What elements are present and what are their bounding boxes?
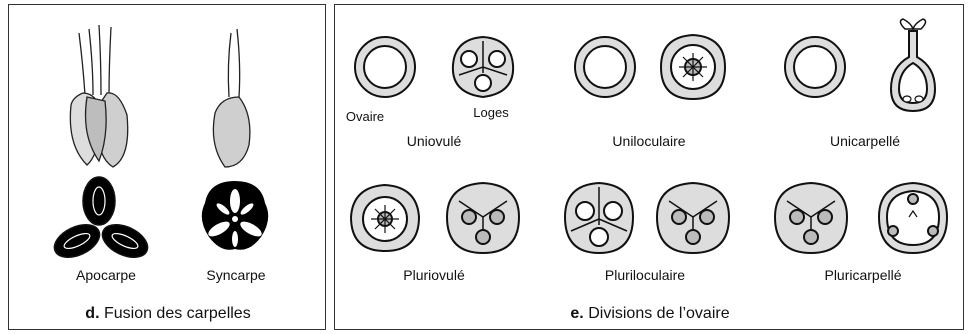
label-pluriloculaire: Pluriloculaire bbox=[605, 267, 685, 283]
ovary-pluriovule-b bbox=[447, 183, 519, 253]
label-uniloculaire: Uniloculaire bbox=[612, 133, 685, 149]
syncarpe-pistil-drawing bbox=[213, 29, 250, 167]
syncarpe-section-drawing bbox=[202, 181, 268, 250]
apocarpe-section-drawing bbox=[49, 177, 152, 264]
caption-panel-d: d. Fusion des carpelles bbox=[85, 305, 250, 323]
panel-divisions-de-l-ovaire: Ovaire Loges Uniovulé Uniloculaire Unica… bbox=[334, 4, 964, 330]
ovary-unicarpelle-a bbox=[785, 37, 845, 97]
caption-text-e: Divisions de l’ovaire bbox=[588, 305, 729, 322]
ovary-uniloculaire-a bbox=[575, 37, 635, 97]
caption-letter-d: d. bbox=[85, 305, 99, 322]
ovary-uniloculaire-b bbox=[661, 35, 725, 99]
ovary-unicarpelle-b bbox=[891, 19, 935, 111]
annotation-ovaire: Ovaire bbox=[346, 109, 384, 124]
caption-letter-e: e. bbox=[570, 305, 583, 322]
label-apocarpe: Apocarpe bbox=[76, 267, 136, 283]
ovary-pluriovule-a bbox=[351, 185, 419, 251]
caption-text-d: Fusion des carpelles bbox=[104, 305, 251, 322]
ovary-pluriloculaire-b bbox=[657, 183, 729, 253]
ovary-uniovule-b bbox=[453, 37, 513, 97]
label-pluricarpelle: Pluricarpellé bbox=[824, 267, 901, 283]
panel-fusion-des-carpelles: Apocarpe Syncarpe d. Fusion des carpelle… bbox=[8, 4, 326, 330]
annotation-loges: Loges bbox=[473, 105, 508, 120]
apocarpe-pistil-drawing bbox=[70, 25, 127, 167]
caption-panel-e: e. Divisions de l’ovaire bbox=[570, 305, 729, 323]
ovary-pluriloculaire-a bbox=[565, 183, 633, 253]
label-unicarpelle: Unicarpellé bbox=[830, 133, 900, 149]
ovary-pluricarpelle-b bbox=[879, 183, 947, 253]
label-pluriovule: Pluriovulé bbox=[403, 267, 464, 283]
label-uniovule: Uniovulé bbox=[407, 133, 461, 149]
ovary-uniovule-a bbox=[355, 37, 415, 97]
ovary-pluricarpelle-a bbox=[775, 183, 847, 253]
fusion-illustrations bbox=[9, 5, 327, 331]
label-syncarpe: Syncarpe bbox=[206, 267, 265, 283]
